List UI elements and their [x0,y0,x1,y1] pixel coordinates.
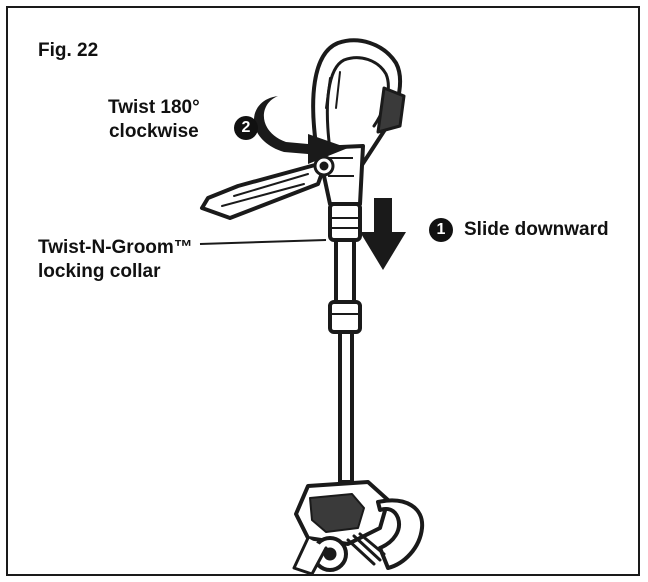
collar-callout-line2: locking collar [38,261,161,282]
lower-shaft [338,330,354,484]
twist-instruction: Twist 180° clockwise [108,96,200,144]
upper-shaft [334,238,356,304]
slide-arrow [360,198,406,270]
figure-frame: Fig. 22 Twist 180° clockwise 2 1 Slide d… [6,6,640,576]
figure-label: Fig. 22 [38,40,99,61]
step-number-badge-1: 1 [429,218,453,242]
collar-leader-line [199,239,327,245]
step-number-badge-2: 2 [234,116,258,140]
twist-instruction-line2: clockwise [108,121,199,142]
collar-callout-line1: Twist-N-Groom™ [38,237,193,258]
locking-collar [328,202,362,242]
trimmer-illustration [199,38,425,574]
collar-callout-label: Twist-N-Groom™ locking collar [38,236,193,284]
top-handle [311,38,406,170]
shaft-joint [328,300,362,334]
slide-instruction: Slide downward [464,219,609,240]
auxiliary-handle [200,155,335,220]
trimmer-head [292,480,425,574]
twist-arrow [253,96,348,164]
twist-instruction-line1: Twist 180° [108,97,200,118]
